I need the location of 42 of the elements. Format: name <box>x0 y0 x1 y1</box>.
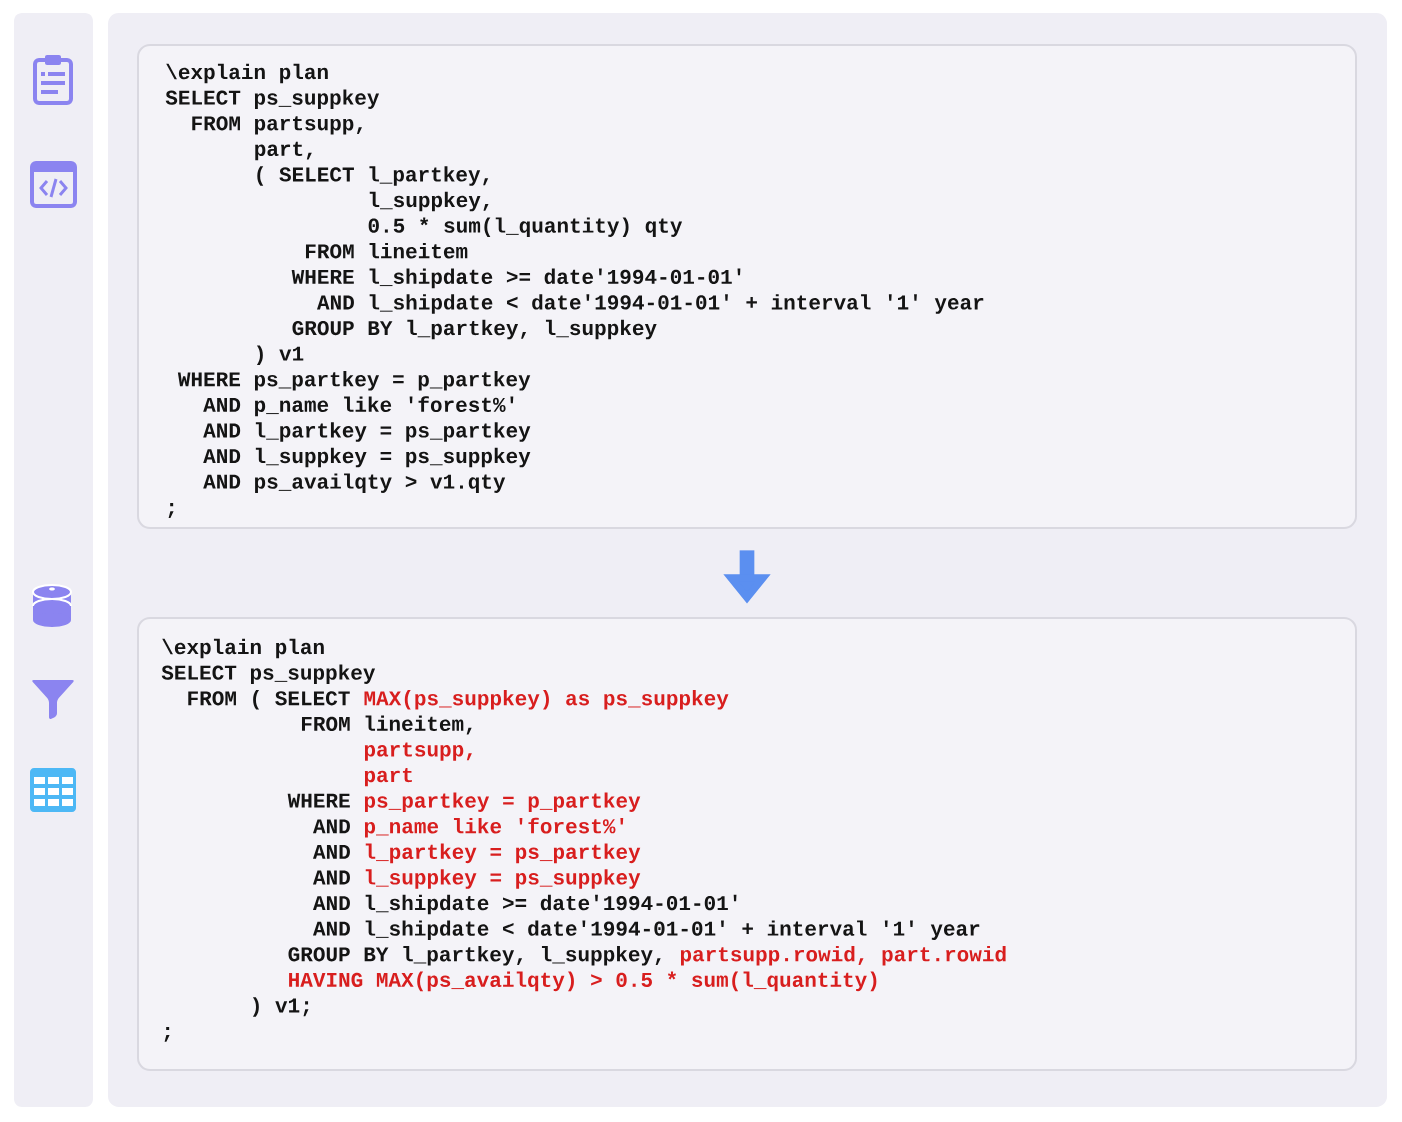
code-line: ) v1; <box>252 997 309 1017</box>
code-line: AND <box>312 845 350 859</box>
code-box <box>137 617 1357 1071</box>
code-line: GROUP BY l_partkey, l_suppkey, <box>288 946 661 966</box>
code-line: MAX(ps_suppkey) as ps_suppkey <box>364 690 729 710</box>
code-line: ( SELECT l_partkey, <box>257 166 489 186</box>
code-line: ; <box>168 503 174 518</box>
code-line: AND l_shipdate < date'1994-01-01' + interval '1' year <box>312 920 980 940</box>
code-line: partsupp, <box>364 742 472 761</box>
code-line: l_partkey = ps_partkey <box>365 843 641 864</box>
code-line: AND l_partkey = ps_partkey <box>203 422 531 442</box>
code-line: p_name like 'forest%' <box>364 817 624 838</box>
code-line: partsupp.rowid, part.rowid <box>680 946 1006 966</box>
code-line: WHERE <box>287 793 350 808</box>
code-line: l_suppkey = ps_suppkey <box>365 869 641 889</box>
code-line: AND l_shipdate >= date'1994-01-01' <box>312 894 737 915</box>
code-line: AND <box>312 870 350 885</box>
code-line: WHERE ps_partkey = p_partkey <box>177 371 531 391</box>
code-line: FROM partsupp, <box>192 116 362 135</box>
code-line: FROM ( SELECT <box>188 690 350 710</box>
code-line: WHERE l_shipdate >= date'1994-01-01' <box>291 268 741 289</box>
code-line: AND p_name like 'forest%' <box>203 396 514 417</box>
code-line: SELECT ps_suppkey <box>165 89 380 109</box>
code-line: FROM lineitem <box>306 243 468 259</box>
code-line: HAVING MAX(ps_availqty) > 0.5 * sum(l_quantity) <box>289 971 877 992</box>
code-line: AND <box>312 819 350 834</box>
code-line: \explain plan <box>166 63 328 84</box>
code-line: SELECT ps_suppkey <box>161 664 376 684</box>
code-line: part <box>364 768 412 787</box>
code-line: AND l_shipdate < date'1994-01-01' + interval '1' year <box>316 294 984 314</box>
code-line: 0.5 * sum(l_quantity) qty <box>368 217 683 237</box>
code-line: \explain plan <box>162 638 324 659</box>
code-line: l_suppkey, <box>369 191 489 212</box>
code-box <box>137 44 1357 529</box>
code-line: GROUP BY l_partkey, l_suppkey <box>292 319 657 340</box>
code-line: ) v1 <box>256 345 304 365</box>
code-line: ps_partkey = p_partkey <box>364 792 641 812</box>
code-line: AND l_suppkey = ps_suppkey <box>203 447 531 468</box>
code-line: FROM lineitem, <box>302 715 472 735</box>
code-line: AND ps_availqty > v1.qty <box>203 473 506 493</box>
code-line: part, <box>255 141 312 161</box>
code-line: ; <box>164 1026 170 1042</box>
